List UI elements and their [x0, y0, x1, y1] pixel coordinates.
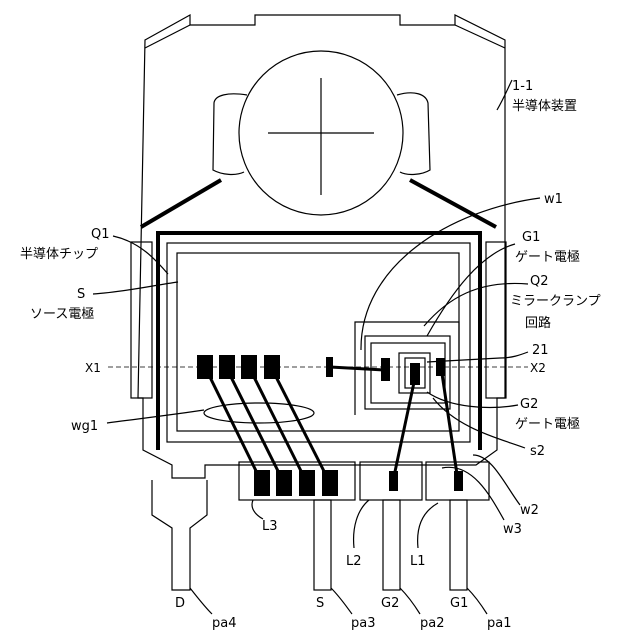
label-pa2: pa2	[420, 616, 445, 631]
bond-pad-chip-3	[241, 355, 257, 379]
label-s2: s2	[530, 444, 545, 459]
label-w3: w3	[503, 522, 522, 537]
lead-g1-pa1	[450, 500, 467, 590]
leader-l3	[252, 500, 263, 519]
bond-pad-lead-l3-3	[299, 470, 315, 496]
label-q1-ref: Q1	[91, 227, 110, 242]
hole-tab-right	[397, 93, 430, 175]
leader-g2	[427, 392, 518, 407]
label-q2-name-2: 回路	[525, 315, 551, 331]
leader-s	[93, 282, 178, 294]
label-g2-name: ゲート電極	[515, 416, 580, 432]
label-s-name: ソース電極	[30, 306, 94, 322]
leader-pa4	[190, 588, 212, 614]
label-l3: L3	[262, 519, 278, 534]
label-pa3: pa3	[351, 616, 376, 631]
leader-w1	[361, 198, 540, 350]
bond-pad-lead-l1	[454, 471, 463, 491]
label-l1: L1	[410, 554, 426, 569]
leader-l1	[418, 503, 438, 548]
leader-pa2	[400, 588, 420, 614]
label-pin-s: S	[316, 596, 324, 611]
bond-pad-gate-g2	[410, 363, 420, 385]
label-q2-name-1: ミラークランプ	[510, 294, 601, 309]
leader-pa1	[467, 588, 487, 614]
hole-tab-left	[213, 94, 247, 175]
bond-pad-source-w1	[326, 357, 333, 377]
label-pin-g2: G2	[381, 596, 399, 611]
bond-pad-lead-l3-1	[254, 470, 270, 496]
leader-wg1	[107, 410, 204, 423]
lead-d-pa4	[152, 480, 207, 590]
frame-strut-right	[410, 180, 496, 227]
bond-pad-gate-g1	[381, 358, 390, 381]
source-electrode-s	[177, 253, 459, 431]
bond-pad-chip-2	[219, 355, 235, 379]
bond-wire-w1	[330, 367, 384, 370]
leader-pa3	[331, 588, 352, 614]
label-pa1: pa1	[487, 616, 512, 631]
bond-pad-chip-4	[264, 355, 280, 379]
label-pin-g1: G1	[450, 596, 468, 611]
label-q2-ref: Q2	[530, 274, 549, 289]
leader-w3	[442, 467, 504, 520]
label-g2-ref: G2	[520, 397, 538, 412]
side-bar-left	[131, 242, 152, 398]
label-l2: L2	[346, 554, 362, 569]
label-g1-ref: G1	[522, 230, 540, 245]
bond-pad-lead-l3-2	[276, 470, 292, 496]
bond-pad-mirror-clamp	[436, 358, 445, 376]
label-pin-d: D	[175, 596, 185, 611]
bond-pad-chip-1	[197, 355, 213, 379]
frame-strut-left	[141, 180, 221, 227]
label-w1: w1	[544, 192, 563, 207]
die-pad-frame	[158, 233, 480, 450]
bond-pad-lead-l3-4	[322, 470, 338, 496]
label-pa4: pa4	[212, 616, 237, 631]
leader-l2	[354, 500, 369, 548]
label-w2: w2	[520, 503, 539, 518]
side-bar-right	[486, 242, 506, 398]
label-wg1: wg1	[71, 419, 98, 434]
label-21: 21	[532, 343, 549, 358]
lead-s-pa3	[314, 500, 331, 590]
label-device-name: 半導体装置	[512, 99, 577, 114]
label-device-ref: 1-1	[512, 79, 533, 94]
bond-pad-lead-l2	[389, 471, 398, 491]
label-x1: X1	[85, 361, 101, 375]
lead-g2-pa2	[383, 500, 400, 590]
label-s-ref: S	[77, 287, 85, 302]
label-g1-name: ゲート電極	[515, 249, 580, 265]
label-x2: X2	[530, 361, 546, 375]
label-q1-name: 半導体チップ	[20, 247, 98, 262]
